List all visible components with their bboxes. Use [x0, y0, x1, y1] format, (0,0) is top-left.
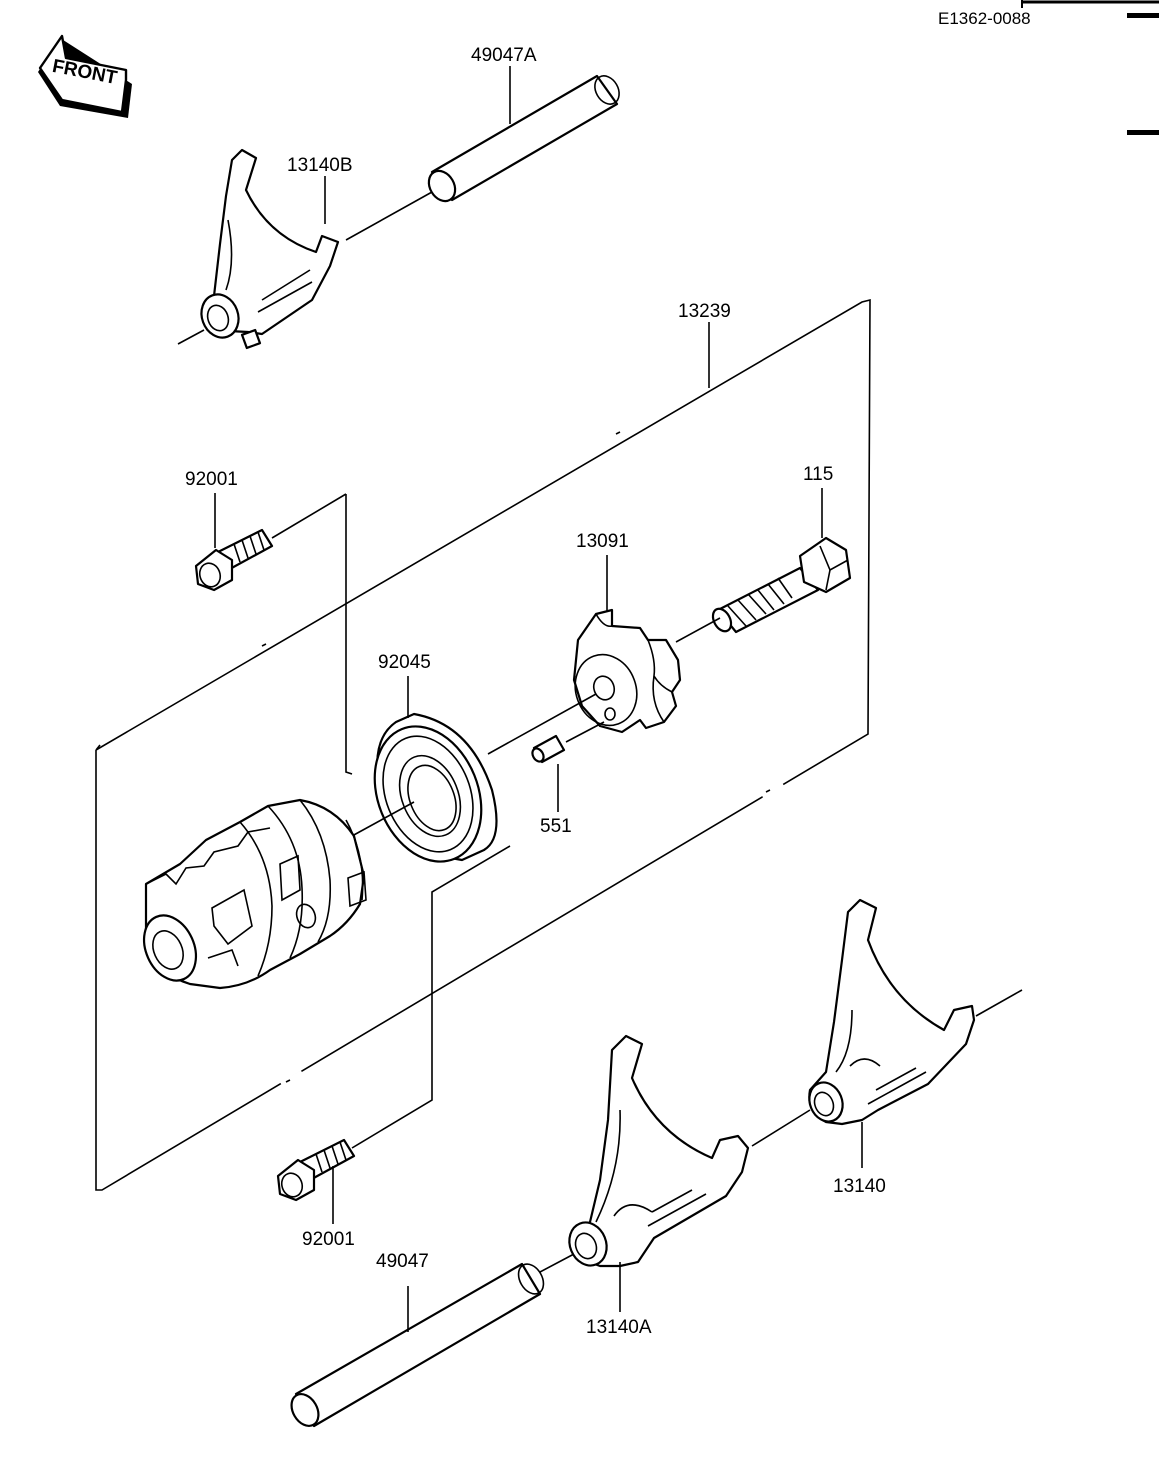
- axis-line-cam-bearing: [487, 693, 597, 755]
- bolt-92001-bottom: [276, 1138, 356, 1202]
- axis-line-fork-13140b: [177, 329, 205, 345]
- label-13140a: 13140A: [586, 1317, 652, 1338]
- axis-line-fork-13140-mid: [751, 1109, 811, 1147]
- axis-line-pin-551: [565, 721, 605, 743]
- axis-line-bearing-drum: [351, 801, 415, 837]
- shaft-49047a: [427, 74, 620, 203]
- pin-551: [531, 734, 566, 764]
- label-13239: 13239: [678, 301, 731, 322]
- axis-line-fork-13140-right: [975, 989, 1023, 1017]
- bolt-115: [711, 536, 852, 634]
- phantom-line-92001-bottom: [351, 845, 511, 1149]
- label-92001-top: 92001: [185, 469, 238, 490]
- label-551: 551: [540, 816, 572, 837]
- shaft-49047: [290, 1262, 545, 1428]
- label-13091: 13091: [576, 531, 629, 552]
- label-92045: 92045: [378, 652, 431, 673]
- front-direction-arrow-icon: FRONT: [38, 34, 132, 118]
- bearing-92045: [373, 712, 498, 863]
- diagram-code: E1362-0088: [938, 9, 1031, 28]
- axis-line-fork-13140a: [539, 1253, 575, 1273]
- label-13140: 13140: [833, 1176, 886, 1197]
- fork-13140: [808, 898, 976, 1126]
- bolt-92001-top: [194, 528, 274, 592]
- axis-line-fork-13140b-shaft: [345, 191, 433, 241]
- drum-assy-13239-frame: [95, 298, 871, 1191]
- label-49047a: 49047A: [471, 45, 537, 66]
- label-115: 115: [803, 464, 833, 485]
- page-edge-marks: [1021, 0, 1159, 135]
- label-13140b: 13140B: [287, 155, 353, 176]
- label-49047: 49047: [376, 1251, 429, 1272]
- axis-line-bolt-92001-top: [271, 493, 347, 539]
- axis-line-bolt-115: [675, 617, 721, 643]
- fork-13140b: [200, 148, 340, 350]
- label-92001-bottom: 92001: [302, 1229, 355, 1250]
- fork-13140a: [568, 1034, 750, 1268]
- shift-drum: [142, 798, 367, 990]
- cam-13091: [572, 608, 682, 734]
- phantom-line-92001-top: [345, 494, 353, 775]
